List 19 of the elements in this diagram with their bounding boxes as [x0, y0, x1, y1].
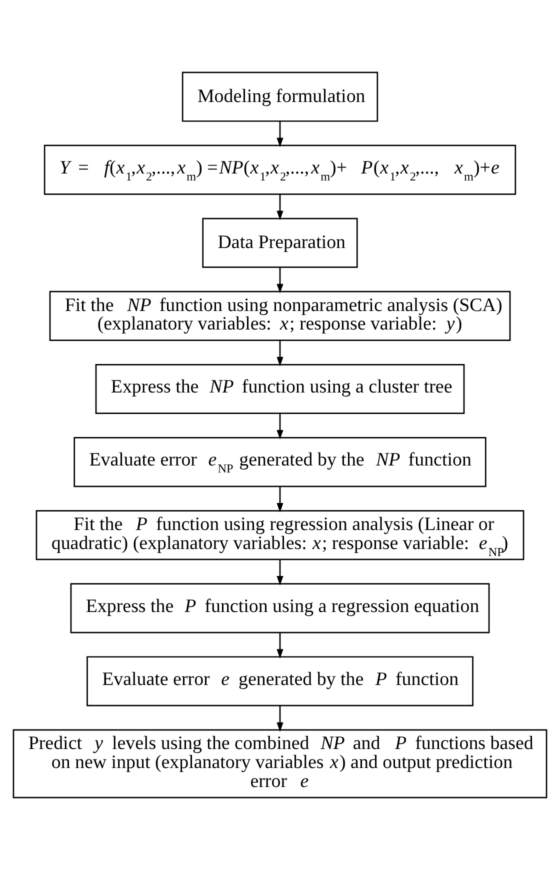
node-box: Modeling formulation — [182, 72, 378, 122]
node-box: Fit the P function using regression analysis (Linear or quadratic) (explanatory variables: x; response variable: e$_{NP}$) — [36, 510, 524, 560]
arrow — [276, 486, 284, 512]
arrow — [276, 194, 284, 220]
node-box: Y = f(x$_{1}$,x$_{2}$,...,x$_{m}$) =NP(x$_{1}$,x$_{2}$,...,x$_{m}$)+ P(x$_{1}$,x$_{2}$,..., x$_{m}$)+e — [44, 144, 516, 195]
arrow — [276, 267, 284, 294]
node-box: Express the NP function using a cluster tree — [95, 364, 465, 414]
node-box: Predict y levels using the combined NP and P functions based on new input (explanatory variables x) and output prediction error e — [12, 729, 548, 798]
node-box: Express the P function using a regression equation — [70, 583, 490, 634]
arrow — [276, 340, 284, 366]
node-box: Evaluate error e$_{NP}$ generated by the NP function — [74, 437, 486, 488]
node-box: Fit the NP function using nonparametric analysis (SCA) (explanatory variables: x; response variable: y) — [49, 290, 511, 341]
arrow — [276, 632, 284, 659]
arrow — [276, 121, 284, 148]
node-box: Evaluate error e generated by the P function — [86, 656, 474, 706]
arrow — [276, 413, 284, 440]
arrow — [276, 560, 284, 586]
arrow — [276, 706, 284, 732]
node-box: Data Preparation — [202, 218, 358, 268]
